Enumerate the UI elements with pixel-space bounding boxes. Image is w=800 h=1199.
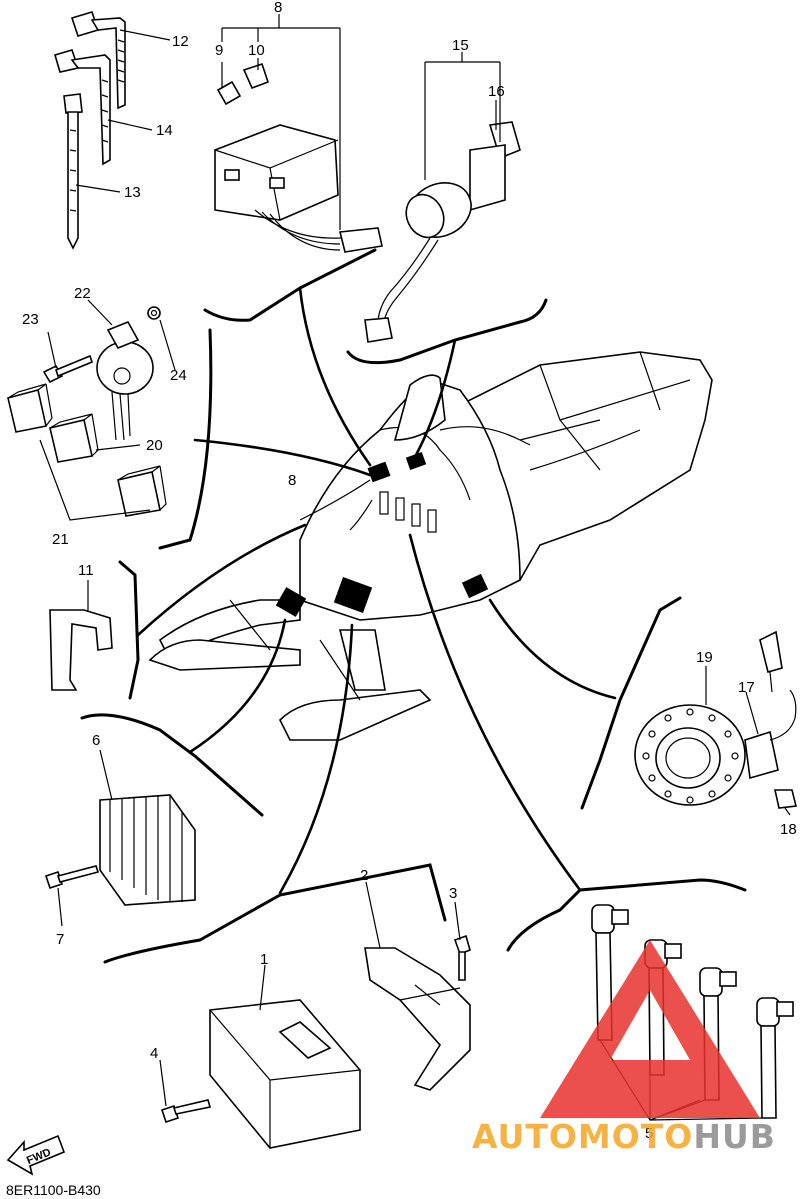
forward-direction-indicator: FWD bbox=[6, 1134, 66, 1176]
ecu-assembly bbox=[160, 934, 471, 1149]
callout-12: 12 bbox=[172, 33, 189, 50]
callout-22: 22 bbox=[74, 285, 91, 302]
wire-rotor bbox=[488, 598, 617, 700]
callout-numbers: 1 2 3 4 5 6 7 8 8 9 10 11 12 13 14 15 16… bbox=[22, 0, 797, 1142]
group-bracket-rectifier bbox=[80, 713, 264, 817]
group-bracket-11 bbox=[118, 560, 140, 700]
callout-14: 14 bbox=[156, 122, 173, 139]
drawing-code: 8ER1100-B430 bbox=[6, 1182, 101, 1198]
snowmobile-body bbox=[148, 351, 713, 741]
wire-relays bbox=[193, 438, 372, 477]
rotor-pickup bbox=[634, 630, 797, 809]
main-switch bbox=[364, 121, 521, 343]
callout-1: 1 bbox=[260, 951, 268, 968]
watermark-text: AUTOMOTOHUB bbox=[472, 1117, 776, 1156]
watermark-part-moto: MOTO bbox=[578, 1117, 693, 1156]
callout-10: 10 bbox=[248, 42, 265, 59]
watermark-logo: AUTOMOTOHUB bbox=[472, 940, 776, 1156]
callout-11: 11 bbox=[78, 562, 94, 579]
wire-11 bbox=[136, 523, 307, 637]
callout-7: 7 bbox=[56, 931, 64, 948]
cable-ties bbox=[54, 11, 126, 250]
fuse-box bbox=[214, 62, 383, 253]
group-bracket-fusebox bbox=[203, 248, 377, 322]
watermark-triangle-icon bbox=[540, 940, 760, 1118]
callout-6: 6 bbox=[92, 732, 100, 749]
callout-17: 17 bbox=[738, 679, 755, 696]
callout-2: 2 bbox=[360, 867, 368, 884]
bracket-11 bbox=[49, 609, 113, 691]
callout-21: 21 bbox=[52, 531, 69, 548]
callout-8-center: 8 bbox=[288, 472, 296, 489]
callout-24: 24 bbox=[170, 367, 187, 384]
callout-15: 15 bbox=[452, 37, 469, 54]
wire-fusebox bbox=[298, 286, 372, 467]
wire-mainswitch bbox=[414, 338, 457, 457]
connection-lines bbox=[80, 248, 747, 964]
callout-5: 5 bbox=[645, 1125, 653, 1142]
leader-lines bbox=[39, 14, 791, 1121]
group-bracket-ecu bbox=[103, 863, 447, 964]
watermark-part-auto: AUTO bbox=[472, 1117, 578, 1156]
callout-3: 3 bbox=[449, 885, 457, 902]
callout-23: 23 bbox=[22, 311, 39, 328]
wire-rectifier bbox=[188, 618, 287, 754]
rectifier-regulator bbox=[44, 794, 196, 906]
group-bracket-coils bbox=[506, 878, 747, 952]
callout-19: 19 bbox=[696, 649, 713, 666]
callout-9: 9 bbox=[215, 42, 223, 59]
relays-sensor bbox=[7, 306, 167, 517]
group-bracket-rotor bbox=[580, 596, 682, 810]
callout-16: 16 bbox=[488, 83, 505, 100]
wire-ecu bbox=[278, 623, 354, 895]
callout-8-top: 8 bbox=[274, 0, 282, 16]
callout-18: 18 bbox=[780, 821, 797, 838]
callout-4: 4 bbox=[150, 1045, 158, 1062]
callout-13: 13 bbox=[124, 184, 141, 201]
watermark-part-hub: HUB bbox=[693, 1117, 776, 1156]
wire-coils bbox=[408, 533, 582, 892]
callout-20: 20 bbox=[146, 437, 163, 454]
group-bracket-relays bbox=[158, 328, 213, 550]
